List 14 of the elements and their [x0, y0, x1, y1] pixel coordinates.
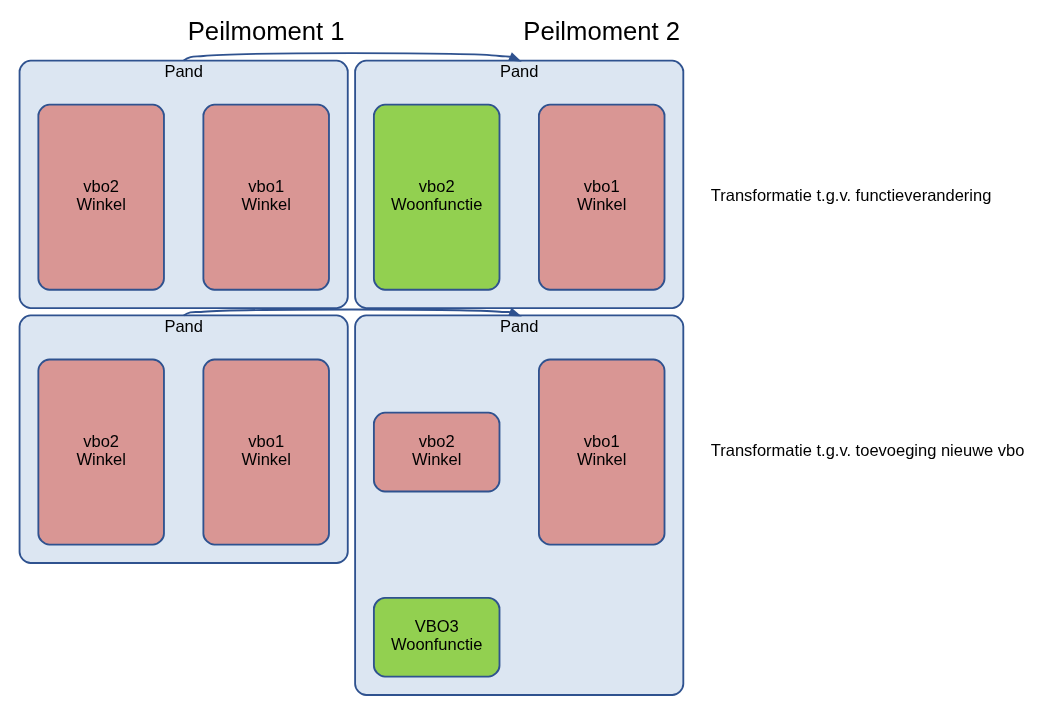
- label: Transformatie t.g.v. functieverandering: [710, 186, 992, 205]
- node-box: VBO3 Woonfunctie: [373, 596, 501, 678]
- node-box: vbo1 Winkel: [538, 103, 666, 291]
- node-box: vbo2 Winkel: [373, 411, 501, 493]
- label: Transformatie t.g.v. toevoeging nieuwe vbo: [710, 441, 1025, 460]
- node-box: vbo1 Winkel: [202, 103, 330, 291]
- node-box: vbo2 Woonfunctie: [373, 103, 501, 291]
- node-box: vbo2 Winkel: [37, 358, 165, 546]
- label: Peilmoment 2: [523, 16, 681, 45]
- label: Peilmoment 1: [187, 16, 345, 45]
- arrow: [182, 52, 522, 62]
- node-box: vbo2 Winkel: [37, 103, 165, 291]
- node-box: vbo1 Winkel: [202, 358, 330, 546]
- node-box: vbo1 Winkel: [538, 358, 666, 546]
